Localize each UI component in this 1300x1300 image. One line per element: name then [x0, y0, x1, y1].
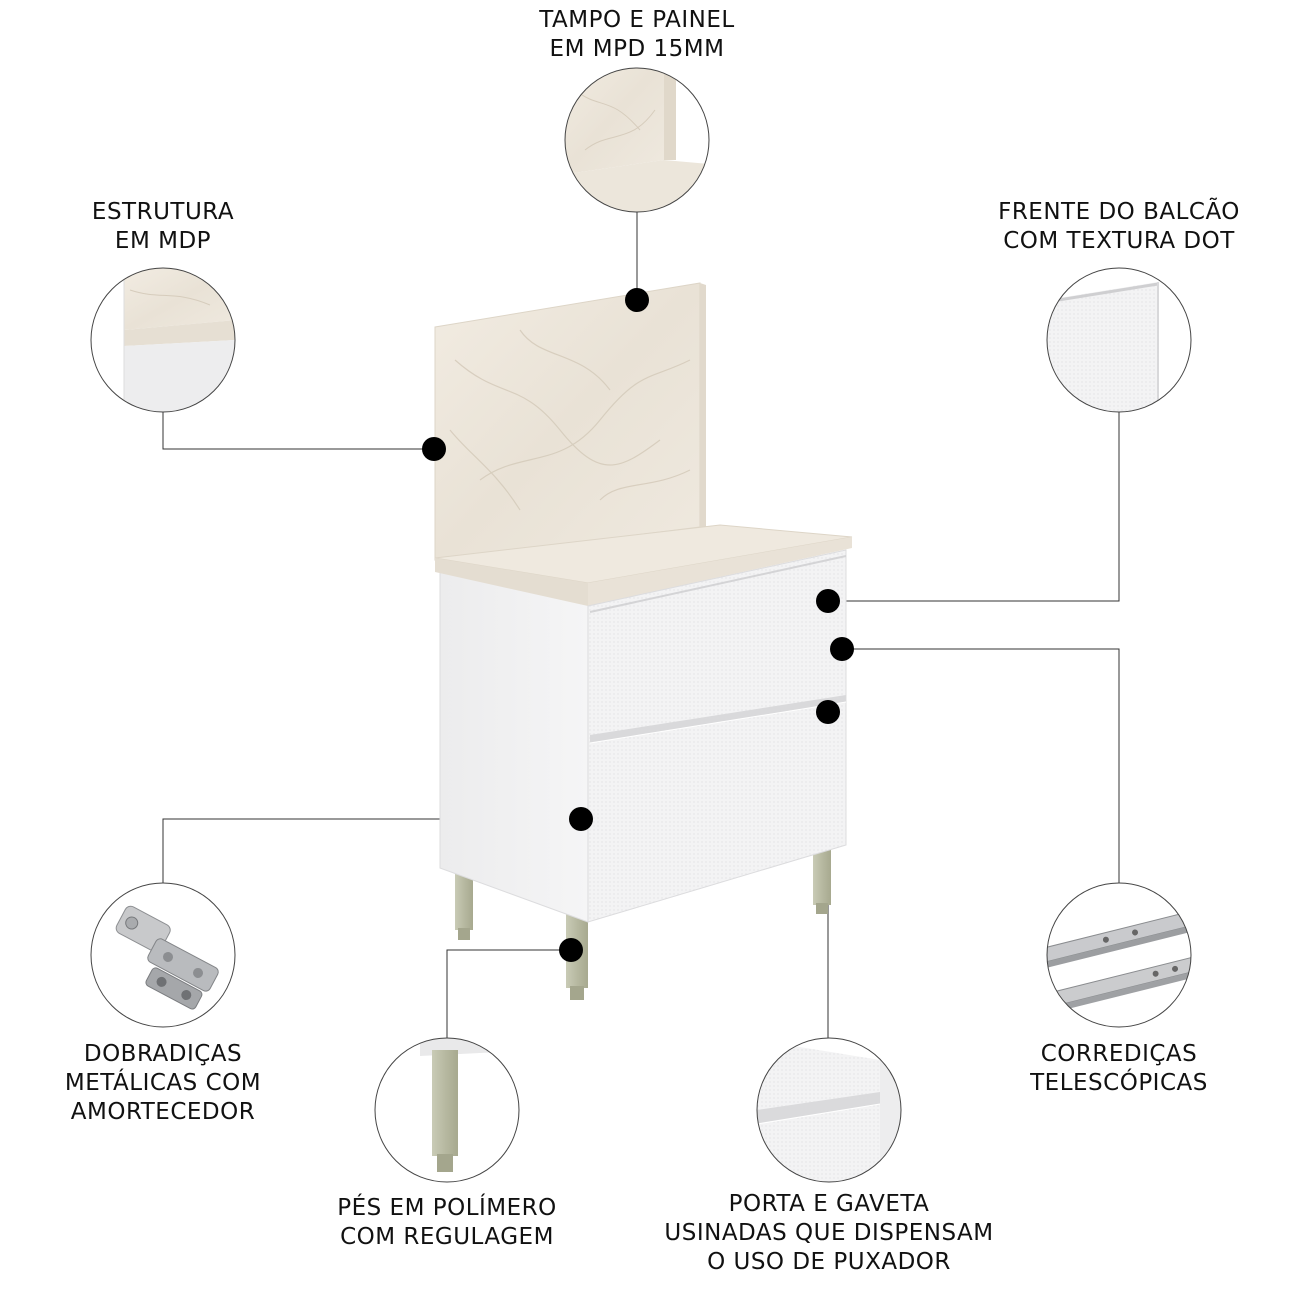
dot-corredicas	[830, 637, 854, 661]
label-dobradicas-line-1: DOBRADIÇAS	[83, 1041, 243, 1067]
dot-frente	[816, 589, 840, 613]
hinge-icon	[90, 882, 236, 1028]
label-frente-line-1: FRENTE DO BALCÃO	[998, 199, 1240, 225]
back-panel	[434, 282, 701, 561]
label-tampo-line-1: TAMPO E PAINEL	[539, 7, 735, 33]
label-tampo: TAMPO E PAINEL EM MPD 15MM	[539, 6, 734, 64]
label-pes-line-1: PÉS EM POLÍMERO	[337, 1195, 557, 1221]
cabinet-side	[439, 559, 589, 923]
cabinet	[434, 282, 853, 1000]
label-corredicas-line-2: TELESCÓPICAS	[1030, 1070, 1208, 1096]
leader-estrutura	[162, 412, 434, 450]
label-frente-line-2: COM TEXTURA DOT	[1003, 228, 1235, 254]
label-dobradicas: DOBRADIÇAS METÁLICAS COM AMORTECEDOR	[65, 1040, 261, 1127]
marker-dots	[422, 288, 854, 962]
label-frente: FRENTE DO BALCÃO COM TEXTURA DOT	[998, 198, 1240, 256]
label-corredicas: CORREDIÇAS TELESCÓPICAS	[1030, 1040, 1208, 1098]
marble-corner-icon	[564, 67, 710, 213]
label-porta-line-3: O USO DE PUXADOR	[707, 1249, 951, 1275]
dot-tampo	[625, 288, 649, 312]
label-estrutura: ESTRUTURA EM MDP	[92, 198, 234, 256]
dot-estrutura	[422, 437, 446, 461]
label-porta: PORTA E GAVETA USINADAS QUE DISPENSAM O …	[664, 1190, 993, 1277]
dot-pes	[559, 938, 583, 962]
slide-rail-icon	[1046, 882, 1192, 1028]
leader-pes	[446, 949, 571, 1038]
label-dobradicas-line-3: AMORTECEDOR	[70, 1099, 256, 1125]
label-pes-line-2: COM REGULAGEM	[340, 1224, 554, 1250]
dot-porta	[816, 700, 840, 724]
label-tampo-line-2: EM MPD 15MM	[549, 36, 725, 62]
label-porta-line-1: PORTA E GAVETA	[728, 1191, 930, 1217]
leader-frente	[828, 412, 1120, 602]
dot-dobradicas	[569, 807, 593, 831]
label-pes: PÉS EM POLÍMERO COM REGULAGEM	[337, 1194, 557, 1252]
leader-corredicas	[842, 648, 1120, 883]
groove-icon	[756, 1037, 902, 1183]
label-estrutura-line-1: ESTRUTURA	[91, 199, 235, 225]
label-estrutura-line-2: EM MDP	[114, 228, 212, 254]
label-porta-line-2: USINADAS QUE DISPENSAM	[664, 1220, 994, 1246]
foot-icon	[374, 1037, 520, 1183]
label-dobradicas-line-2: METÁLICAS COM	[64, 1070, 262, 1096]
dot-texture-icon	[1046, 267, 1192, 413]
label-corredicas-line-1: CORREDIÇAS	[1040, 1041, 1198, 1067]
mdp-edge-icon	[90, 267, 236, 413]
